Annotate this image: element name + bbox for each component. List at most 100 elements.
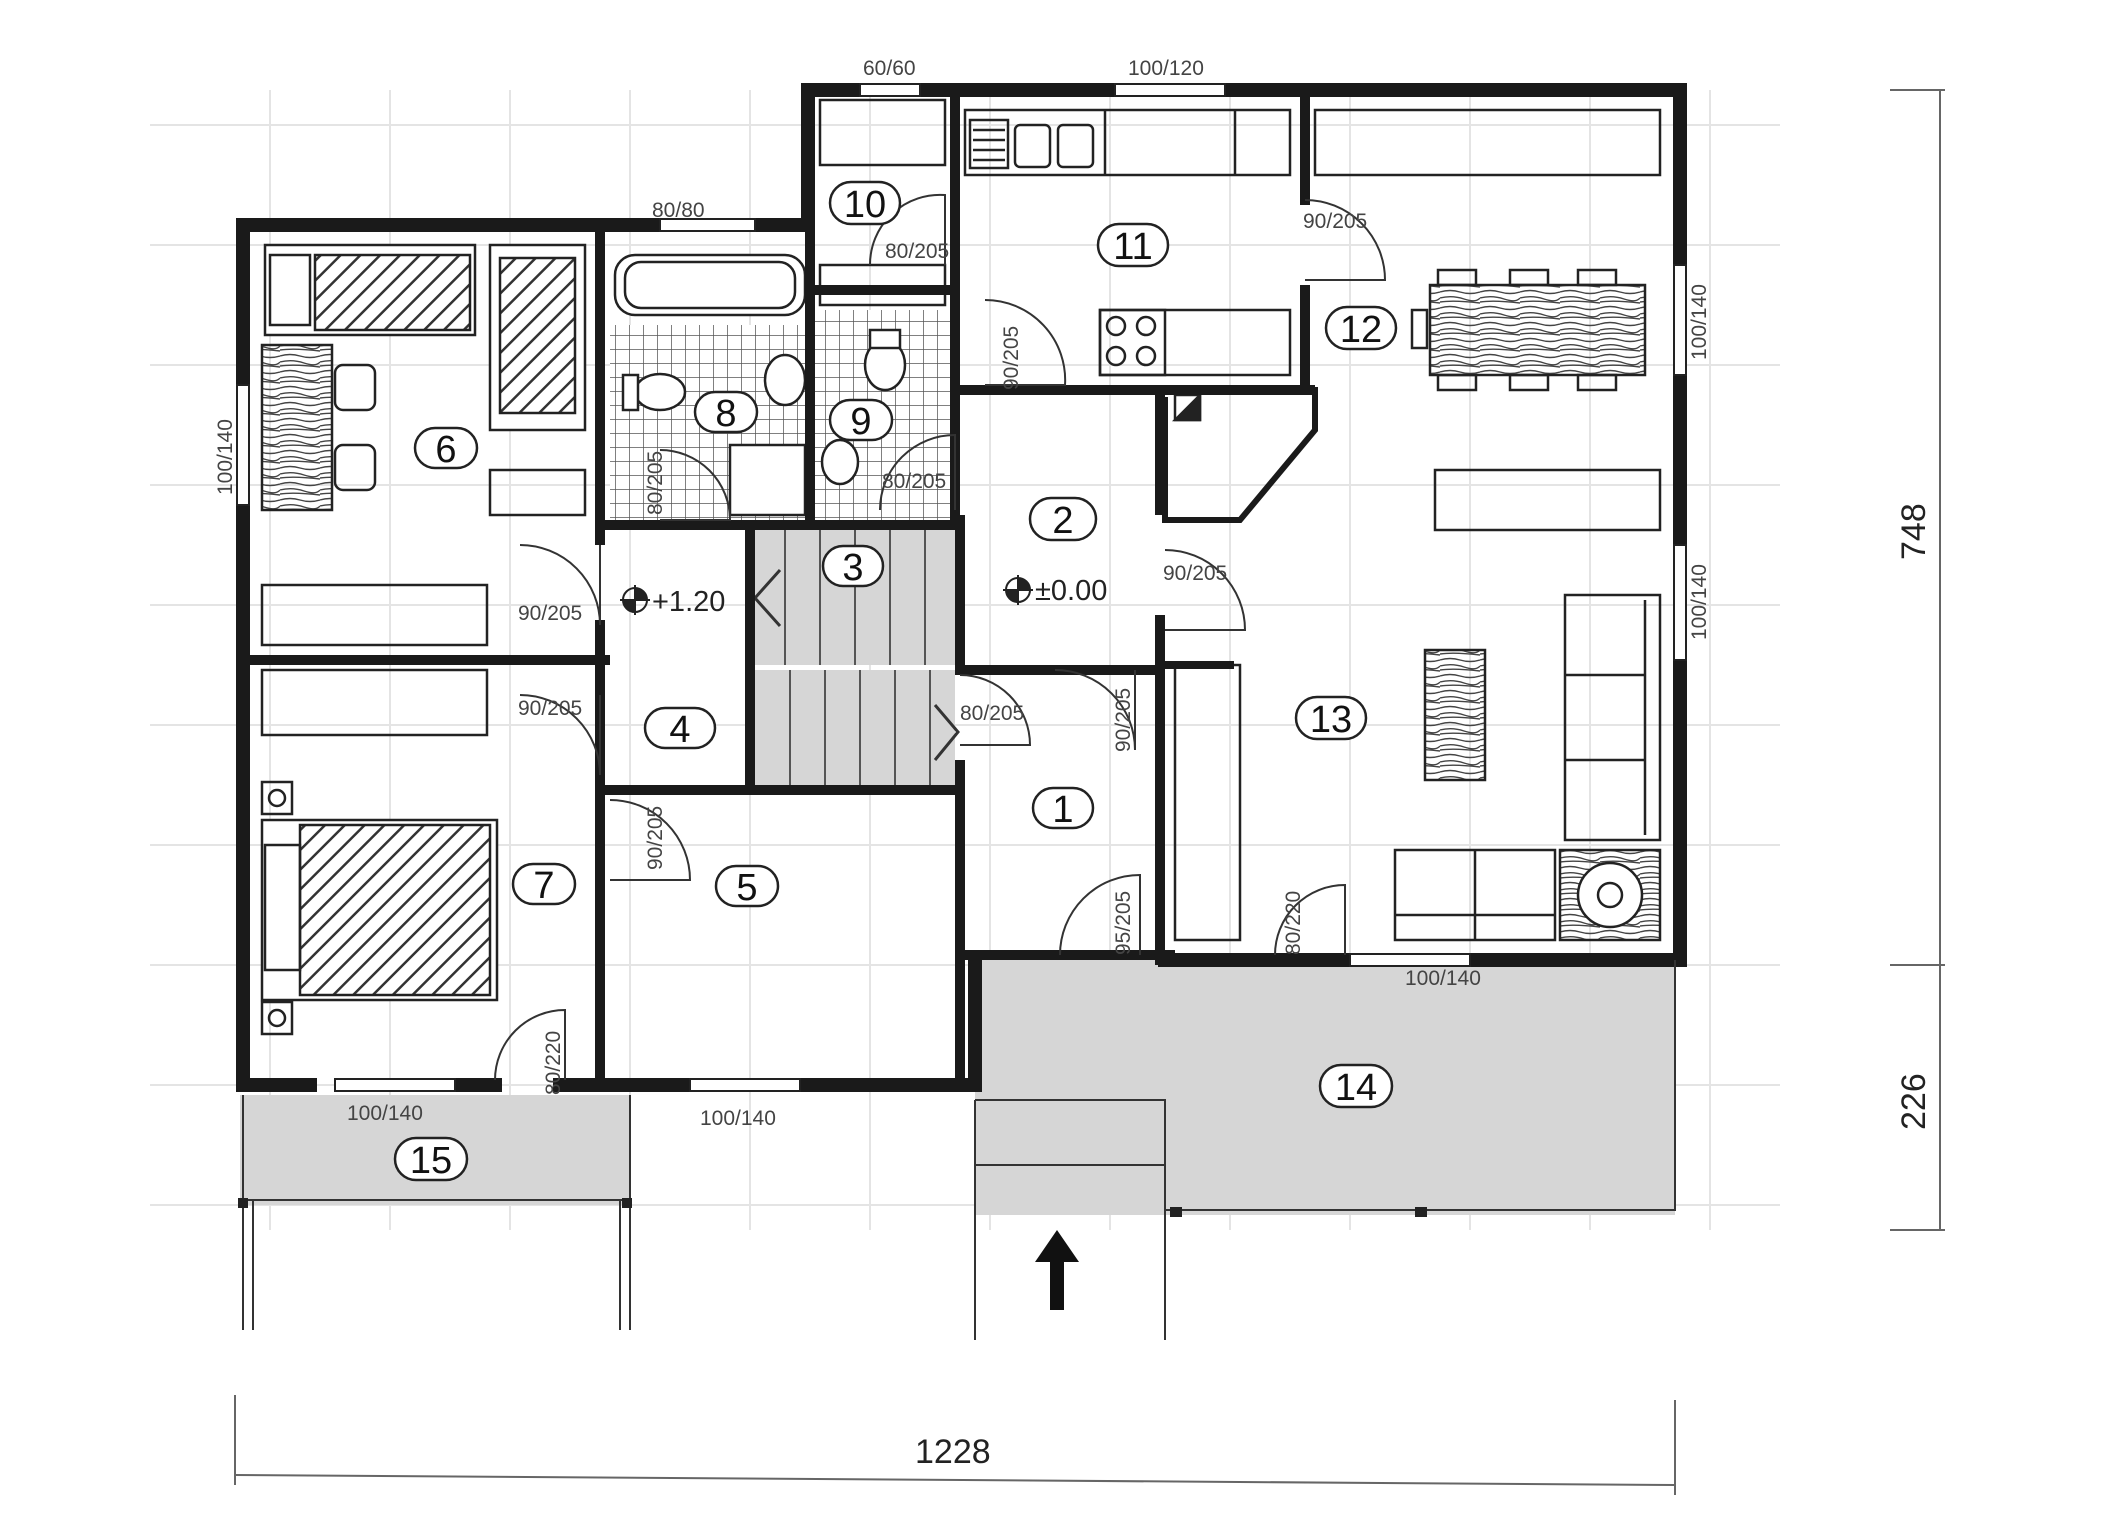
coffee-table-13 (1423, 648, 1487, 782)
room-4-label: 4 (669, 709, 690, 751)
label-w-12: 100/140 (1688, 284, 1711, 360)
room-1-label: 1 (1052, 789, 1073, 831)
chair-room-6-b (333, 443, 377, 492)
room-9-label: 9 (850, 401, 871, 443)
label-d-13: 90/205 (1163, 562, 1227, 585)
level-upper: +1.20 (652, 586, 725, 618)
window-15 (334, 1078, 456, 1092)
label-d-1b: 90/205 (1112, 688, 1135, 752)
room-4-badge (643, 706, 717, 750)
level-marker-upper: +1.20 (620, 585, 725, 618)
label-d-7: 90/205 (518, 697, 582, 720)
label-d-95: 95/205 (1112, 891, 1135, 955)
room-3-badge (821, 544, 885, 588)
label-d-10: 80/205 (885, 240, 949, 263)
door-swing-11 (984, 298, 1067, 386)
room-9-badge (828, 398, 894, 442)
door-swing-9 (879, 433, 956, 511)
room-14-badge (1318, 1063, 1394, 1109)
label-d-12: 90/205 (1303, 210, 1367, 233)
room-12-badge (1324, 305, 1398, 351)
room-10-label: 10 (844, 184, 886, 226)
post-15-right (622, 1198, 632, 1208)
room-labels (393, 180, 1398, 1182)
room-3-label: 3 (842, 547, 863, 589)
label-w-13: 100/140 (1688, 564, 1711, 640)
room-7-label: 7 (533, 865, 554, 907)
label-d-5: 90/205 (644, 806, 667, 870)
room-8-label: 8 (715, 393, 736, 435)
label-w-100-120: 100/120 (1128, 57, 1204, 80)
dimension-depth-terrace: 226 (1895, 1073, 1933, 1130)
window-14 (1349, 953, 1471, 967)
label-d-7b: 80/220 (542, 1031, 565, 1095)
door-swing-13b (1274, 883, 1346, 956)
room-8-badge (693, 390, 759, 434)
kitchen-sink (1013, 123, 1052, 169)
window-5 (689, 1078, 801, 1092)
label-d-13b: 80/220 (1282, 891, 1305, 955)
room-15-label: 15 (410, 1140, 452, 1182)
opening-labels: 60/60 100/120 80/80 100/140 100/140 100/… (214, 57, 1711, 1130)
door-swing-7b (494, 1008, 566, 1081)
chair-room-6-a (333, 363, 377, 412)
door-swing-13 (1164, 549, 1247, 631)
level-ground: ±0.00 (1035, 575, 1107, 607)
level-marker-ground: ±0.00 (1003, 575, 1107, 607)
bathtub (613, 253, 807, 317)
room-6-label: 6 (435, 429, 456, 471)
room-12-label: 12 (1340, 309, 1382, 351)
dimension-width: 1228 (915, 1433, 991, 1471)
label-d-11: 90/205 (1000, 326, 1023, 390)
label-d-1a: 80/205 (960, 702, 1024, 725)
sink-8 (763, 353, 807, 407)
wardrobe-room-7 (260, 668, 489, 737)
label-w-15: 100/140 (347, 1102, 423, 1125)
room-11-badge (1096, 222, 1170, 268)
room-1-badge (1031, 786, 1095, 830)
post-14 (1415, 1207, 1427, 1217)
label-w-5: 100/140 (700, 1107, 776, 1130)
window-12 (1673, 264, 1687, 376)
stairs-3 (752, 530, 960, 795)
post-15-left (238, 1198, 248, 1208)
window-60-60 (859, 83, 921, 97)
room-11-label: 11 (1113, 226, 1152, 268)
label-w-80-80: 80/80 (652, 199, 705, 222)
nightstand-2 (260, 1000, 294, 1036)
dimension-depth-house: 748 (1895, 503, 1933, 560)
nightstand-1 (260, 780, 294, 816)
label-w-60-60: 60/60 (863, 57, 916, 80)
door-swing-1a (959, 674, 1032, 746)
wardrobe-room-6 (260, 583, 489, 647)
room-6-badge (413, 426, 479, 470)
outdoor-lines (242, 960, 1676, 1340)
room-14-label: 14 (1335, 1067, 1377, 1109)
door-swing-8 (659, 449, 732, 521)
cabinet-8 (728, 443, 807, 517)
room-13-badge (1294, 695, 1368, 741)
label-d-6: 90/205 (518, 602, 582, 625)
door-swing-6 (519, 544, 601, 626)
sideboard-12 (1313, 108, 1662, 177)
room-7-badge (511, 862, 577, 906)
dining-table (1428, 283, 1647, 377)
room-13-label: 13 (1310, 699, 1352, 741)
label-d-8: 80/205 (644, 451, 667, 515)
window-80-80 (659, 218, 756, 232)
label-w-6: 100/140 (214, 419, 237, 495)
entrance-arrow-icon (1035, 1230, 1079, 1310)
room-10-badge (828, 180, 902, 226)
door-swing-12 (1304, 199, 1387, 281)
door-swing-95 (1059, 873, 1141, 956)
window-100-120 (1114, 83, 1226, 97)
windows (236, 83, 1687, 1092)
door-swings (494, 193, 1387, 1081)
toilet-8 (633, 372, 687, 412)
sink-9 (820, 438, 860, 486)
stair-run-lower (755, 670, 955, 795)
sofa-13-right (1563, 593, 1662, 842)
room-2-label: 2 (1052, 500, 1073, 542)
window-13 (1673, 544, 1687, 661)
